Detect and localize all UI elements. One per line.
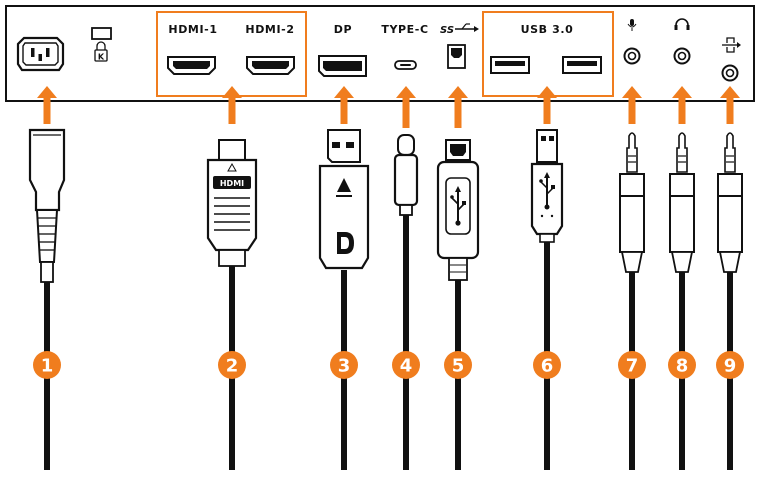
- badge-number: 5: [452, 356, 465, 377]
- usb-3-port-1: [490, 56, 530, 74]
- badge-number: 1: [41, 356, 54, 377]
- badge-circle: [533, 351, 561, 379]
- audio-jack-mic-cable: [619, 132, 645, 470]
- badge-number: 2: [226, 356, 239, 377]
- cable-number-badge: 5: [444, 351, 472, 379]
- badge-circle: [668, 351, 696, 379]
- arrow-up-icon: [222, 86, 242, 124]
- lock-icon: K: [94, 41, 108, 62]
- cable-number-badge: 3: [330, 351, 358, 379]
- hdmi-1-label: HDMI-1: [168, 23, 217, 36]
- arrow-up-icon: [37, 86, 57, 124]
- usb-b-upstream-port: [447, 44, 466, 69]
- cable-number-badge: 6: [533, 351, 561, 379]
- arrow-up-icon: [537, 86, 557, 124]
- badge-circle: [392, 351, 420, 379]
- hdmi-2-label: HDMI-2: [245, 23, 294, 36]
- headphone-icon: [674, 18, 690, 30]
- arrow-up-icon: [448, 86, 468, 128]
- headphone-out-port: [673, 47, 691, 65]
- arrow-up-icon: [396, 86, 416, 128]
- ss-usb-icon: SS: [440, 23, 479, 36]
- cable-number-badge: 8: [668, 351, 696, 379]
- arrow-up-icon: [720, 86, 740, 124]
- hdmi-1-port: [167, 56, 216, 75]
- badge-number: 4: [400, 356, 413, 377]
- audio-jack-headphone-cable: [669, 132, 695, 470]
- usb-c-cable: [393, 134, 419, 470]
- arrow-up-icon: [672, 86, 692, 124]
- monitor-rear-panel: [5, 5, 755, 102]
- cable-number-badge: 2: [218, 351, 246, 379]
- badge-circle: [218, 351, 246, 379]
- hdmi-2-port: [246, 56, 295, 75]
- svg-text:SS: SS: [440, 25, 454, 36]
- usb-b-cable: [436, 139, 480, 470]
- power-cord-cable: [28, 128, 66, 470]
- cable-number-badge: 4: [392, 351, 420, 379]
- cable-number-badge: 9: [716, 351, 744, 379]
- usb-3-label: USB 3.0: [521, 23, 574, 36]
- badge-circle: [618, 351, 646, 379]
- usb-3-port-2: [562, 56, 602, 74]
- audio-out-icon: [722, 37, 741, 53]
- badge-circle: [716, 351, 744, 379]
- cable-number-badge: 1: [33, 351, 61, 379]
- displayport-cable: [318, 129, 370, 470]
- badge-circle: [33, 351, 61, 379]
- badge-group: 1 2 3 4 5 6 7 8 9: [33, 351, 744, 379]
- microphone-icon: [627, 19, 637, 31]
- cable-number-badge: 7: [618, 351, 646, 379]
- badge-number: 3: [338, 356, 351, 377]
- usb-a-cable: [530, 129, 564, 470]
- line-out-port: [721, 64, 739, 82]
- svg-text:HDMI: HDMI: [220, 179, 244, 188]
- arrow-group: [37, 86, 740, 128]
- type-c-label: TYPE-C: [381, 23, 428, 36]
- kensington-lock-port: [91, 27, 112, 40]
- mic-in-port: [623, 47, 641, 65]
- badge-number: 6: [541, 356, 554, 377]
- arrow-up-icon: [622, 86, 642, 124]
- audio-jack-line-out-cable: [717, 132, 743, 470]
- arrow-up-icon: [334, 86, 354, 124]
- dp-label: DP: [334, 23, 352, 36]
- hdmi-cable: HDMI: [206, 139, 258, 470]
- usb-type-c-port: [394, 60, 417, 70]
- badge-circle: [330, 351, 358, 379]
- power-port: [16, 36, 65, 72]
- displayport-port: [318, 55, 367, 77]
- badge-number: 7: [626, 356, 639, 377]
- svg-text:K: K: [98, 53, 105, 62]
- badge-number: 8: [676, 356, 689, 377]
- badge-circle: [444, 351, 472, 379]
- badge-number: 9: [724, 356, 737, 377]
